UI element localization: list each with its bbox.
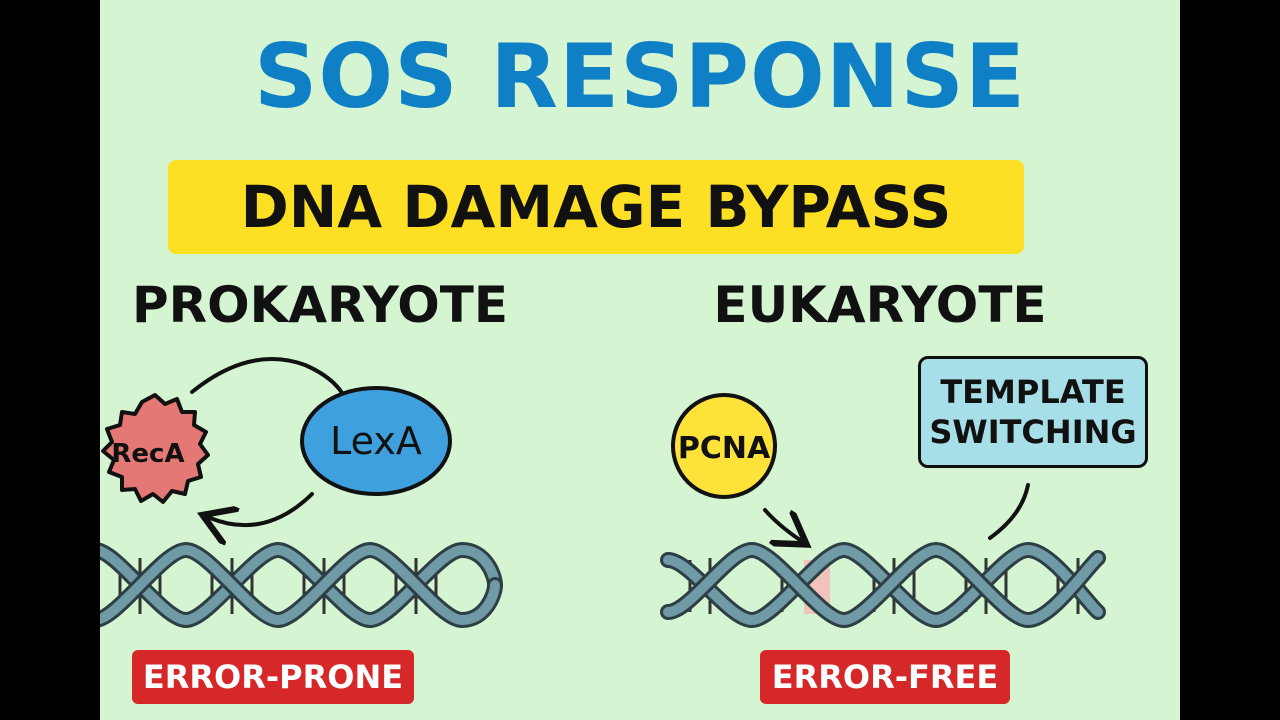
subtitle-highlight [168,160,1024,254]
reca-gear [101,393,210,504]
eukaryote-heading: EUKARYOTE [713,276,1047,334]
template-line-2: SWITCHING [929,413,1137,451]
main-title: SOS RESPONSE [254,25,1026,128]
error-prone-badge: ERROR-PRONE [132,650,414,704]
diagram-panel: SOS RESPONSE DNA DAMAGE BYPASS PROKARYOT… [100,0,1180,720]
loop-arrow-top [190,357,347,400]
prokaryote-heading: PROKARYOTE [131,276,509,334]
template-line-1: TEMPLATE [940,373,1126,411]
reca-label: RecA [111,439,184,469]
loop-arrow-bottom [210,492,314,525]
lexa-label: LexA [330,419,422,463]
diagram-graphics: RecA LexA PCNA [100,357,1106,629]
pcna-arrow [763,508,800,540]
subtitle: DNA DAMAGE BYPASS [240,173,952,241]
template-connector [988,483,1030,540]
pcna-circle [671,393,777,499]
lexa-ellipse [300,386,452,496]
template-switching-box: TEMPLATE SWITCHING [918,356,1148,468]
pcna-label: PCNA [678,431,771,466]
error-free-badge: ERROR-FREE [760,650,1010,704]
prokaryote-dna-helix [100,541,503,629]
eukaryote-dna-helix [660,541,1106,629]
